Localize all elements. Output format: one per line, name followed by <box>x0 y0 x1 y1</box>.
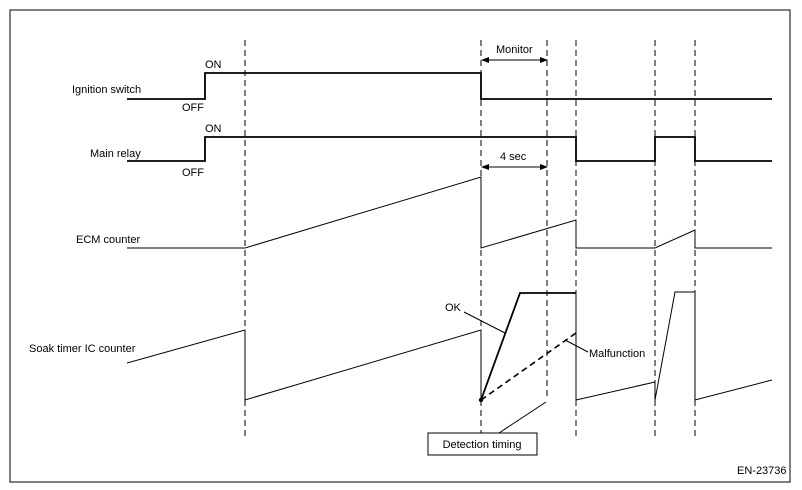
ecm-counter-label: ECM counter <box>76 234 141 246</box>
ignition-switch-waveform <box>127 72 772 100</box>
four-sec-arrow-right-head <box>540 164 548 170</box>
monitor-arrow-right-head <box>540 57 548 63</box>
soak-timer-ok-path <box>480 292 576 401</box>
detection-timing-box <box>427 432 538 456</box>
malfunction-callout: Malfunction <box>564 339 645 360</box>
ok-leader-line <box>463 311 506 334</box>
ignition-switch-label: Ignition switch <box>72 84 141 96</box>
detection-timing-label: Detection timing <box>443 439 522 451</box>
ignition-off-label: OFF <box>182 102 204 114</box>
figure-id: EN-23736 <box>737 465 787 477</box>
main-relay-signal: Main relay ON OFF <box>90 123 772 179</box>
four-sec-interval: 4 sec <box>481 151 548 170</box>
monitor-arrow-left-head <box>481 57 489 63</box>
diagram-frame <box>9 9 791 483</box>
ecm-counter-waveform <box>127 176 772 249</box>
main-relay-label: Main relay <box>90 148 141 160</box>
four-sec-arrow-left-head <box>481 164 489 170</box>
main-relay-on-label: ON <box>205 123 222 135</box>
soak-timer-malfunction-path <box>480 332 577 401</box>
detection-timing-leader-line <box>498 401 547 434</box>
ignition-on-label: ON <box>205 59 222 71</box>
ok-callout: OK <box>445 302 506 334</box>
four-sec-label: 4 sec <box>500 151 527 163</box>
soak-timer-label: Soak timer IC counter <box>29 343 136 355</box>
main-relay-waveform <box>127 136 772 162</box>
soak-timer-signal: Soak timer IC counter <box>29 291 773 403</box>
malfunction-label: Malfunction <box>589 348 645 360</box>
monitor-label: Monitor <box>496 44 533 56</box>
ignition-switch-signal: Ignition switch ON OFF <box>72 59 772 114</box>
soak-timer-start-point <box>478 397 484 403</box>
detection-timing-callout: Detection timing <box>427 401 547 456</box>
ecm-counter-signal: ECM counter <box>76 176 772 249</box>
monitor-interval: Monitor <box>481 44 548 63</box>
malfunction-leader-line <box>564 339 589 353</box>
main-relay-off-label: OFF <box>182 167 204 179</box>
soak-timer-waveform-part-2 <box>575 291 773 401</box>
ok-label: OK <box>445 302 462 314</box>
soak-timer-waveform-part-1 <box>126 329 482 401</box>
